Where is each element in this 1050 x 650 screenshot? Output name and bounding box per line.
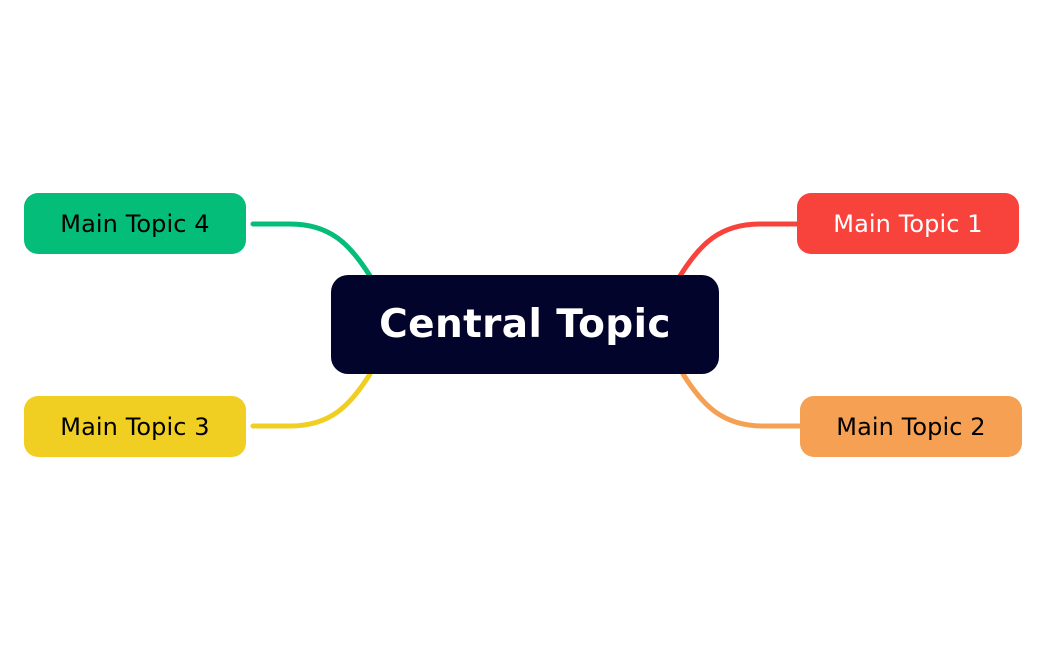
branch-label-main-topic-4: Main Topic 4 bbox=[60, 209, 210, 238]
central-topic-node[interactable]: Central Topic bbox=[331, 275, 719, 374]
branch-node-main-topic-4[interactable]: Main Topic 4 bbox=[24, 193, 246, 254]
connector-topic2-path bbox=[680, 371, 803, 429]
central-topic-label: Central Topic bbox=[379, 302, 671, 347]
connector-topic1-path bbox=[677, 221, 800, 279]
branch-node-main-topic-2[interactable]: Main Topic 2 bbox=[800, 396, 1022, 457]
branch-label-main-topic-3: Main Topic 3 bbox=[60, 412, 210, 441]
branch-label-main-topic-1: Main Topic 1 bbox=[833, 209, 983, 238]
branch-node-main-topic-3[interactable]: Main Topic 3 bbox=[24, 396, 246, 457]
branch-label-main-topic-2: Main Topic 2 bbox=[836, 412, 986, 441]
connector-topic4-path bbox=[250, 221, 373, 279]
connector-topic3-path bbox=[250, 371, 373, 429]
branch-node-main-topic-1[interactable]: Main Topic 1 bbox=[797, 193, 1019, 254]
